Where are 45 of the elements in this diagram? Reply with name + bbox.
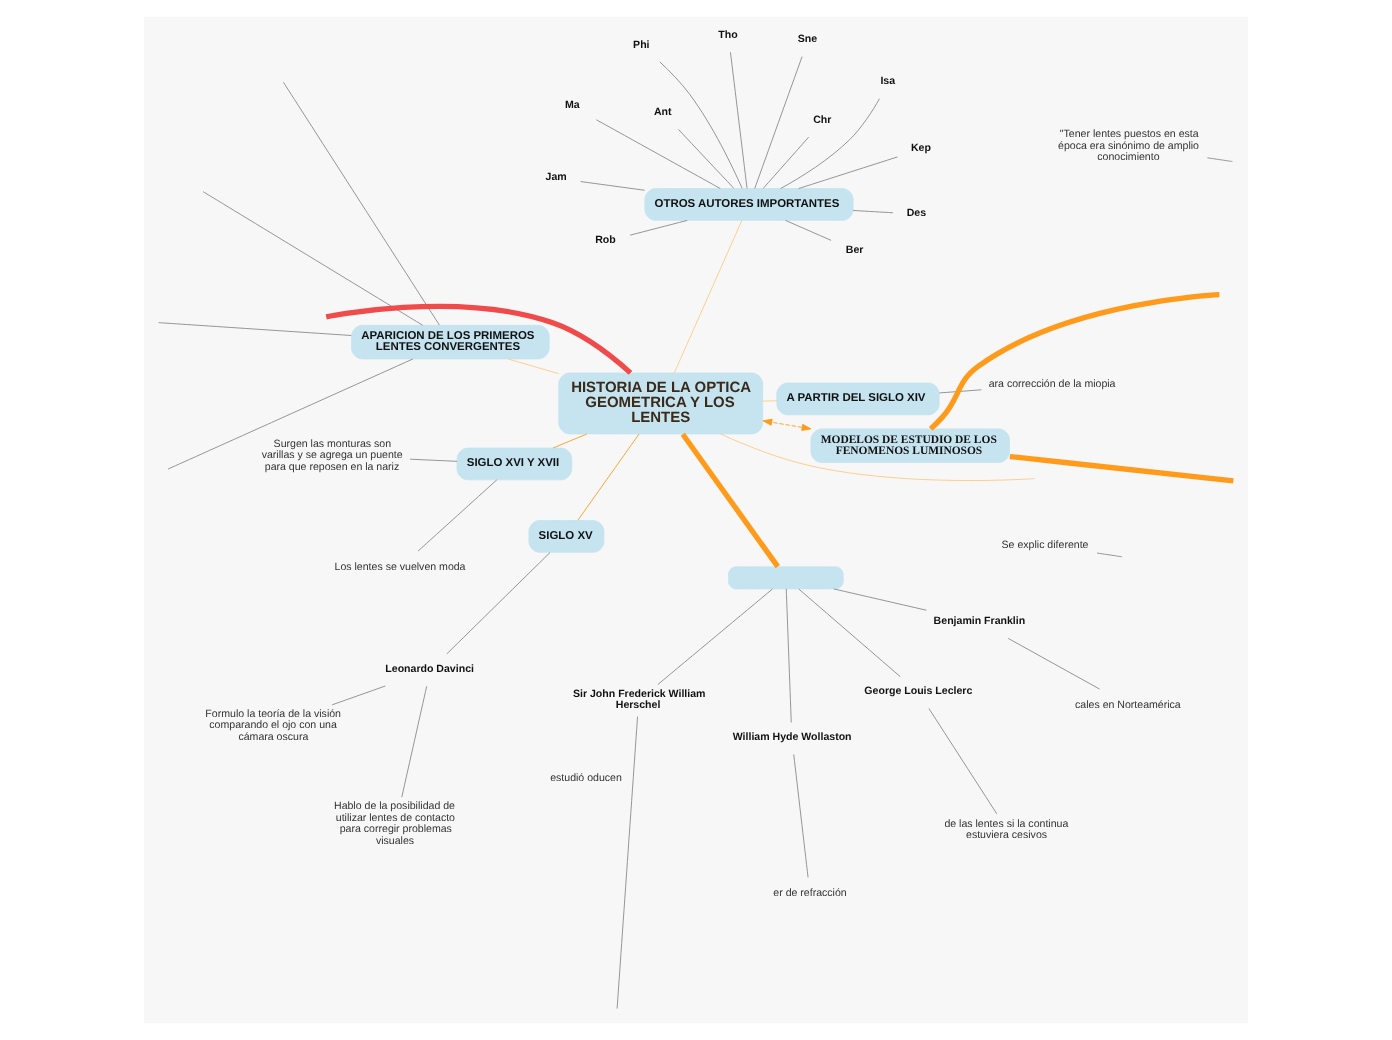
connector [580,181,646,191]
connector [678,129,735,189]
connector [417,479,498,552]
connector [720,433,1036,481]
connector [616,716,638,1009]
connector [1096,552,1123,558]
connector [401,685,428,798]
arrow [762,418,812,431]
connector [928,292,1220,431]
connector [659,61,743,189]
connector [282,81,440,326]
connector [673,220,743,374]
connector [629,219,688,236]
connector [202,191,424,326]
connector [793,753,809,878]
connector [785,588,792,723]
connector [833,588,927,611]
node-box: HISTORIA DE LA OPTICA GEOMETRICA Y LOS LENTES [558,372,764,435]
connector [596,119,721,189]
connector [1206,157,1233,162]
node-box [728,566,844,590]
connector [325,303,633,375]
connector [409,458,458,462]
connector [507,358,560,375]
connector [167,358,414,470]
connector [1009,453,1234,484]
connector [158,322,352,336]
connector [762,136,810,189]
connector [939,389,982,394]
connector [331,685,386,706]
connector [754,56,803,189]
connector [798,156,898,189]
connector [928,708,998,815]
connector [798,588,901,677]
connector [577,433,640,521]
connector [852,210,894,214]
connector [680,432,780,569]
connector [730,51,748,189]
connector [785,219,832,241]
connector [657,588,773,685]
connector [446,552,551,655]
connector [1007,637,1101,690]
connector [762,400,778,402]
connector [552,433,588,449]
connector [780,98,880,189]
